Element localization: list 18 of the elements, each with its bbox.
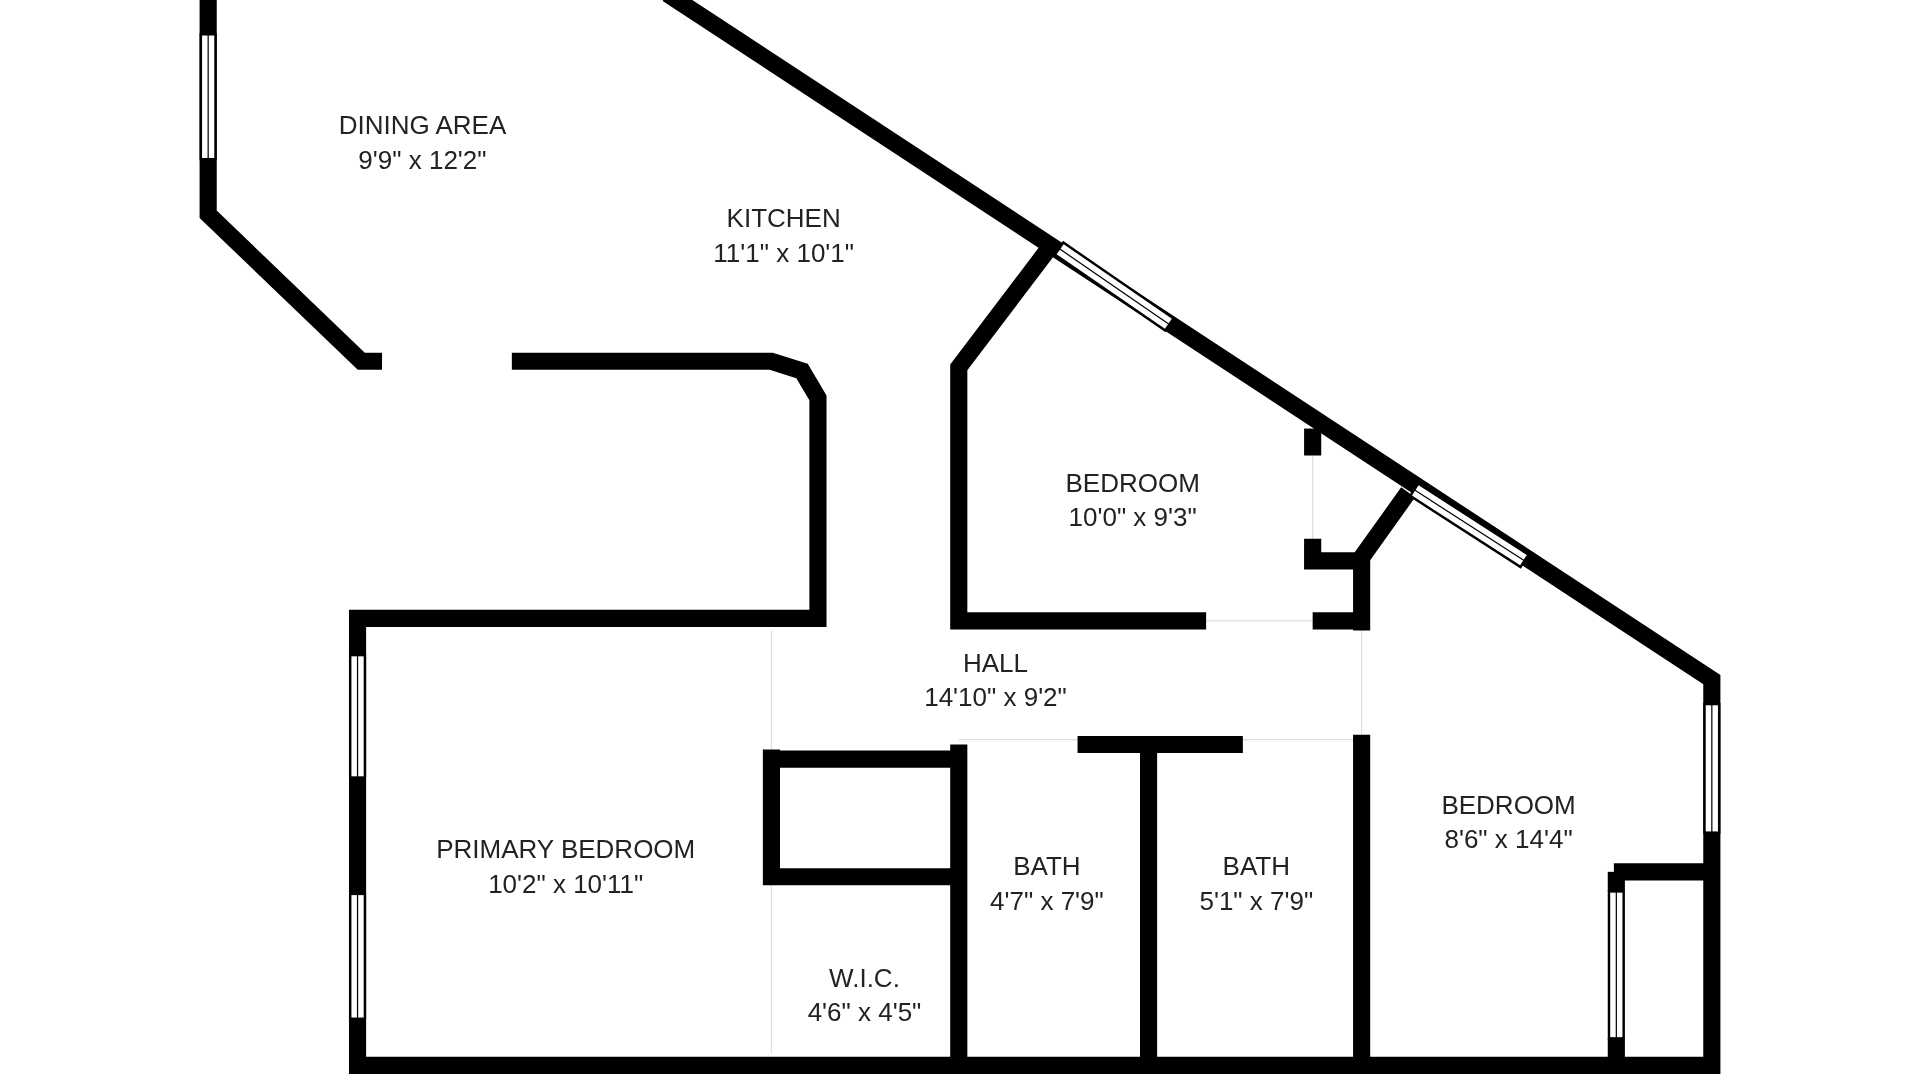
room-dimensions: 11'1" x 10'1": [713, 239, 854, 268]
room-name: BATH: [1013, 852, 1081, 882]
room-name: BEDROOM: [1065, 469, 1200, 498]
room-dimensions: 14'10" x 9'2": [924, 683, 1067, 713]
room-name: HALL: [962, 649, 1028, 678]
room-dimensions: 4'6" x 4'5": [807, 998, 922, 1028]
room-dimensions: 10'2" x 10'11": [488, 869, 644, 899]
room-dimensions: 9'9" x 12'2": [358, 146, 487, 175]
room-dimensions: 8'6" x 14'4": [1444, 825, 1573, 855]
room-name: BEDROOM: [1441, 791, 1576, 820]
room-name: KITCHEN: [726, 204, 841, 234]
room-dimensions: 5'1" x 7'9": [1199, 887, 1314, 916]
room-name: PRIMARY BEDROOM: [436, 835, 696, 864]
room-name: W.I.C.: [829, 963, 900, 993]
room-name: DINING AREA: [338, 111, 507, 141]
room-name: BATH: [1222, 852, 1290, 882]
room-dimensions: 10'0" x 9'3": [1068, 503, 1197, 533]
room-dimensions: 4'7" x 7'9": [990, 887, 1104, 916]
